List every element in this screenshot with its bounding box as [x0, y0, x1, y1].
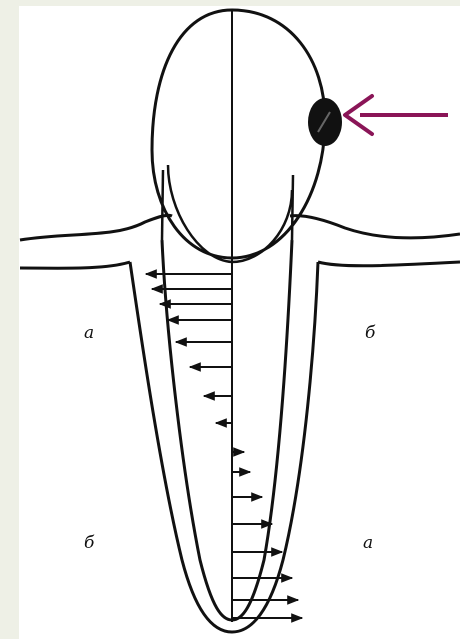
contact-point	[308, 98, 342, 146]
label-bottom-left: б	[84, 533, 95, 553]
arrow-left-icon	[345, 96, 448, 134]
label-bottom-right: а	[363, 533, 373, 553]
label-top-right: б	[365, 323, 376, 343]
label-top-left: а	[84, 323, 94, 343]
tooth-neck	[162, 165, 293, 262]
tooth-crown	[152, 10, 325, 258]
stress-arrows-left	[146, 274, 232, 423]
alveolar-socket	[130, 262, 318, 632]
